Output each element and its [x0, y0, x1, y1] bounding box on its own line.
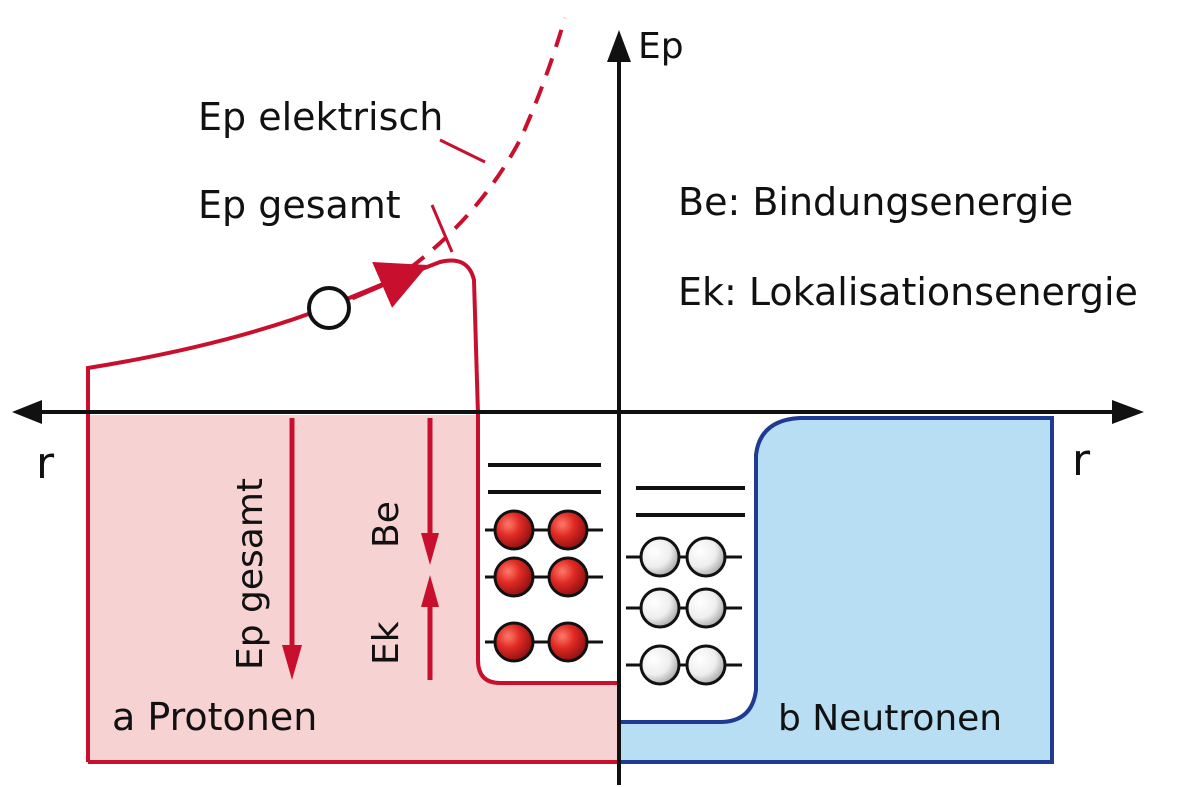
panel-b-label: b Neutronen: [778, 698, 1002, 739]
leader-ep-gesamt: [430, 204, 454, 253]
proton-ball-icon: [493, 509, 535, 551]
r-axis-right-arrow-icon: [1112, 400, 1144, 424]
ek-arrowhead-icon: [421, 575, 439, 607]
r-axis-left-label: r: [36, 438, 55, 489]
neutron-ball-icon: [639, 536, 681, 578]
particle-icon: [307, 286, 351, 330]
proton-ball-icon: [547, 509, 589, 551]
arrow-be-label: Be: [366, 501, 407, 548]
neutron-well-outline: [620, 416, 1054, 764]
neutron-ball-icon: [685, 536, 727, 578]
ep-elektrisch-label: Ep elektrisch: [198, 95, 443, 139]
panel-a-label: a Protonen: [112, 695, 317, 739]
proton-ball-icon: [547, 556, 589, 598]
arrow-ek-label: Ek: [366, 621, 407, 665]
ep-axis-arrow-icon: [607, 30, 631, 62]
proton-well: [88, 415, 618, 762]
proton-balls: [493, 509, 589, 663]
ep-gesamt-label: Ep gesamt: [198, 183, 401, 227]
neutron-balls: [639, 536, 727, 686]
neutron-well: [620, 418, 1052, 762]
neutron-ball-icon: [685, 644, 727, 686]
r-axis-left-arrow-icon: [12, 400, 42, 424]
r-axis-right-label: r: [1072, 435, 1091, 486]
ep-gesamt-arrowhead-icon: [282, 645, 302, 680]
arrow-ep-gesamt-label: Ep gesamt: [230, 478, 271, 670]
neutron-ball-icon: [685, 587, 727, 629]
proton-ball-icon: [547, 621, 589, 663]
be-arrowhead-icon: [421, 533, 439, 565]
neutron-ball-icon: [639, 587, 681, 629]
ep-elektrisch-curve: [408, 17, 567, 270]
curve-direction-arrow: [351, 262, 428, 308]
proton-ball-icon: [493, 556, 535, 598]
leader-ep-elektrisch: [439, 138, 486, 164]
ep-axis-label: Ep: [638, 26, 684, 67]
proton-ball-icon: [493, 621, 535, 663]
neutron-ball-icon: [639, 644, 681, 686]
legend-ek: Ek: Lokalisationsenergie: [678, 270, 1138, 314]
legend-be: Be: Bindungsenergie: [678, 180, 1073, 224]
